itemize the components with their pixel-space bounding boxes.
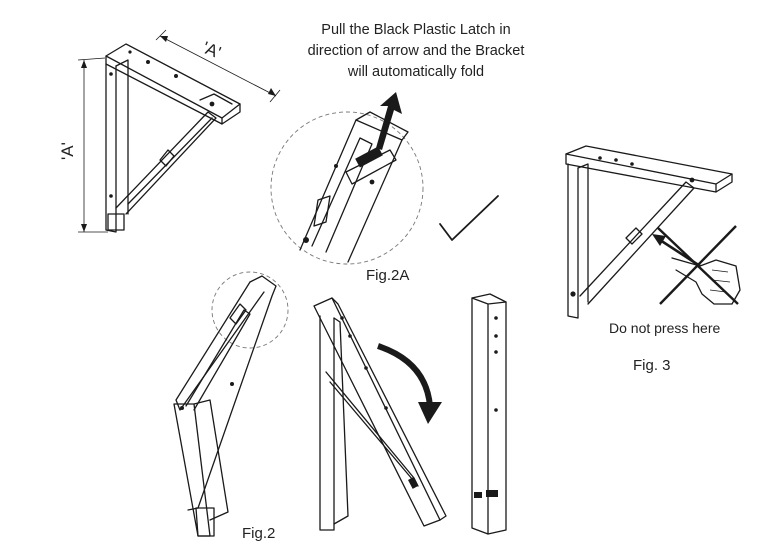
fold-step-three: [471, 293, 507, 535]
closeup-rivet: [334, 164, 338, 168]
step1-rivet: [230, 382, 234, 386]
check-mark-icon: [439, 195, 499, 241]
step1-rivet: [180, 406, 184, 410]
step1-vertical-side: [193, 399, 229, 521]
top-arm-pivot: [209, 101, 215, 107]
fig3-hole: [630, 162, 634, 166]
fig3-diagonal-strut: [579, 181, 695, 305]
vertical-arm-hole: [109, 194, 113, 198]
pull-arrow-icon: [376, 92, 402, 150]
vertical-arm-front: [105, 63, 117, 233]
fig2a-caption: Fig.2A: [366, 267, 410, 284]
step3-slot: [474, 492, 482, 498]
height-arrowhead-top: [81, 60, 87, 68]
step3-hole: [494, 316, 498, 320]
latch-instruction: Pull the Black Plastic Latch in directio…: [300, 20, 532, 83]
top-arm-face: [105, 43, 241, 119]
step1-foot: [195, 507, 215, 537]
closeup-hinge: [313, 195, 331, 227]
latch-highlight-circle: [211, 271, 289, 349]
vertical-arm-foot: [107, 213, 125, 231]
fig3-top-arm-face: [565, 145, 733, 185]
instruction-line: Pull the Black Plastic Latch in: [321, 22, 511, 38]
step2-strut: [325, 371, 419, 487]
width-dimension-tick-right: [269, 89, 281, 103]
step2-hole: [364, 366, 368, 370]
step2-vertical-arm: [319, 315, 335, 531]
latch-black-tab: [355, 146, 383, 168]
step3-folded-bar: [471, 293, 507, 535]
cross-mark-icon: [659, 225, 737, 305]
top-arm-hole: [174, 74, 178, 78]
fig3-pivot: [689, 177, 695, 183]
fold-arrow-icon: [377, 343, 433, 407]
fig3-pivot: [570, 291, 576, 297]
vertical-arm-side: [115, 59, 129, 215]
step1-inner-strut: [185, 309, 251, 411]
width-arrowhead-right: [268, 88, 276, 96]
step3-hole: [494, 334, 498, 338]
step2-hole: [340, 316, 344, 320]
height-arrowhead-bottom: [81, 224, 87, 232]
strut-edge: [127, 117, 213, 205]
fig3-caption: Fig. 3: [633, 357, 671, 374]
closeup-pin: [303, 237, 309, 243]
closeup-rivet: [369, 179, 375, 185]
top-arm-end: [221, 103, 241, 125]
closeup-circle: [270, 111, 424, 265]
step3-hole: [494, 350, 498, 354]
fold-step-one: [173, 271, 289, 537]
top-arm-side: [105, 55, 223, 125]
step2-slot: [408, 477, 418, 489]
step2-hole: [384, 406, 388, 410]
top-arm-bracket-lip: [199, 93, 233, 105]
fig3-vertical-arm: [567, 163, 579, 319]
width-dimension-tick-left: [155, 29, 167, 41]
fig3-top-arm-end: [715, 173, 733, 193]
closeup-bracket-arm: [299, 119, 403, 263]
step2-top-arm-side: [331, 297, 447, 521]
fig3-hole: [614, 158, 618, 162]
step1-latch: [229, 303, 247, 325]
pressing-hand-icon: [671, 257, 741, 305]
step3-slot: [486, 490, 498, 497]
latch-closeup-figure: [270, 92, 424, 265]
fig3-vertical-side: [577, 163, 589, 303]
height-dimension-tick-top: [77, 57, 106, 61]
step3-bar-edges: [471, 297, 507, 535]
vertical-arm-hole: [109, 72, 113, 76]
step2-hole: [348, 334, 352, 338]
fold-step-two: [313, 297, 447, 531]
fig3-hole: [598, 156, 602, 160]
step1-strut: [175, 281, 265, 411]
step2-top-arm-face: [313, 297, 441, 527]
fig2-caption: Fig.2: [242, 525, 276, 542]
width-dimension-line: [159, 35, 277, 97]
fig3-top-arm-side: [565, 153, 717, 193]
instruction-line: will automatically fold: [347, 64, 485, 80]
step2-vertical-side: [333, 317, 349, 525]
fig3-latch: [625, 227, 643, 245]
wrong-press-figure: [565, 145, 741, 319]
do-not-press-label: Do not press here: [609, 320, 721, 336]
open-bracket-figure: [77, 29, 281, 233]
width-arrowhead-left: [160, 36, 168, 42]
fold-arrowhead: [418, 402, 442, 424]
top-arm-hole: [128, 50, 132, 54]
diagonal-strut: [115, 111, 217, 215]
press-arrowhead: [652, 234, 666, 246]
height-dimension-label: 'A': [58, 142, 77, 160]
step1-vertical-arm: [173, 403, 211, 537]
top-arm-hole: [146, 60, 150, 64]
instruction-line: direction of arrow and the Bracket: [307, 43, 525, 59]
closeup-inner-rail: [311, 137, 373, 253]
step3-hole: [494, 408, 498, 412]
